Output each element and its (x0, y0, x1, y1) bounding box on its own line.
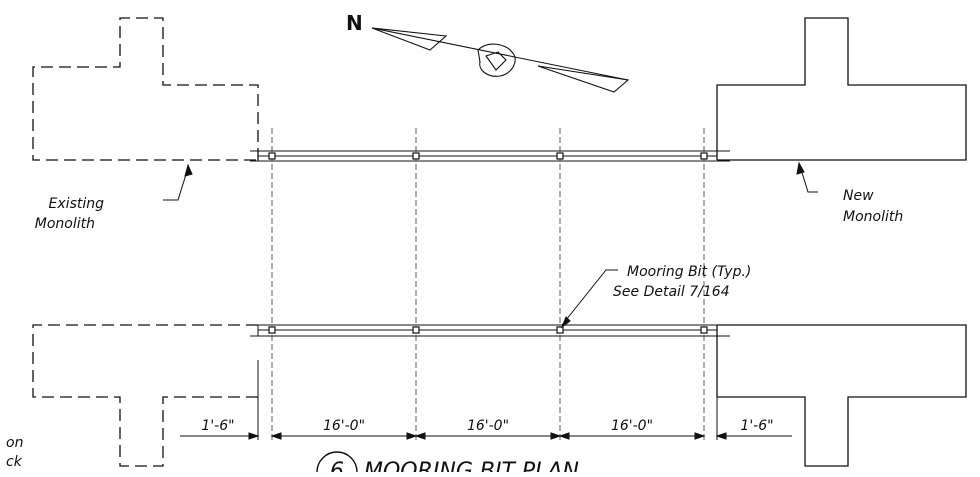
rail-lower (250, 324, 730, 337)
mooring-bit (412, 326, 420, 334)
partial-note-1: on (6, 435, 23, 451)
drawing-title: MOORING BIT PLAN (364, 459, 579, 472)
north-symbol: N (346, 11, 363, 35)
dimension-right: 1'-6" (740, 418, 773, 434)
leader-new (796, 161, 818, 193)
dimension-lines (180, 360, 792, 440)
title-number: 6 (330, 459, 344, 472)
existing-monolith-label-2: Monolith (35, 216, 95, 232)
new-monolith-label-1: New (843, 188, 874, 204)
mooring-bit (268, 326, 276, 334)
leader-existing (163, 163, 193, 201)
dimension-span-1: 16'-0" (323, 418, 365, 434)
bit-centerlines (271, 128, 705, 440)
rail-upper (250, 150, 730, 162)
new-monolith-lower (716, 324, 967, 467)
dimension-span-3: 16'-0" (611, 418, 653, 434)
new-monolith-upper (716, 17, 967, 161)
mooring-bit-label-1: Mooring Bit (Typ.) (627, 264, 751, 280)
mooring-bit (700, 152, 708, 160)
mooring-bit (556, 326, 564, 334)
north-arrow-icon (371, 27, 630, 93)
mooring-bit-label-2: See Detail 7/164 (613, 284, 730, 300)
leader-mooring-bit (560, 269, 618, 329)
existing-monolith-label-1: Existing (49, 196, 105, 212)
dimension-left: 1'-6" (201, 418, 234, 434)
mooring-bits (268, 152, 708, 334)
mooring-bit (556, 152, 564, 160)
mooring-bit (412, 152, 420, 160)
new-monolith-label-2: Monolith (843, 209, 903, 225)
dimension-span-2: 16'-0" (467, 418, 509, 434)
existing-monolith-upper (32, 17, 259, 161)
existing-monolith-lower (32, 324, 258, 467)
mooring-bit (268, 152, 276, 160)
partial-note-2: ck (6, 454, 23, 470)
mooring-bit (700, 326, 708, 334)
